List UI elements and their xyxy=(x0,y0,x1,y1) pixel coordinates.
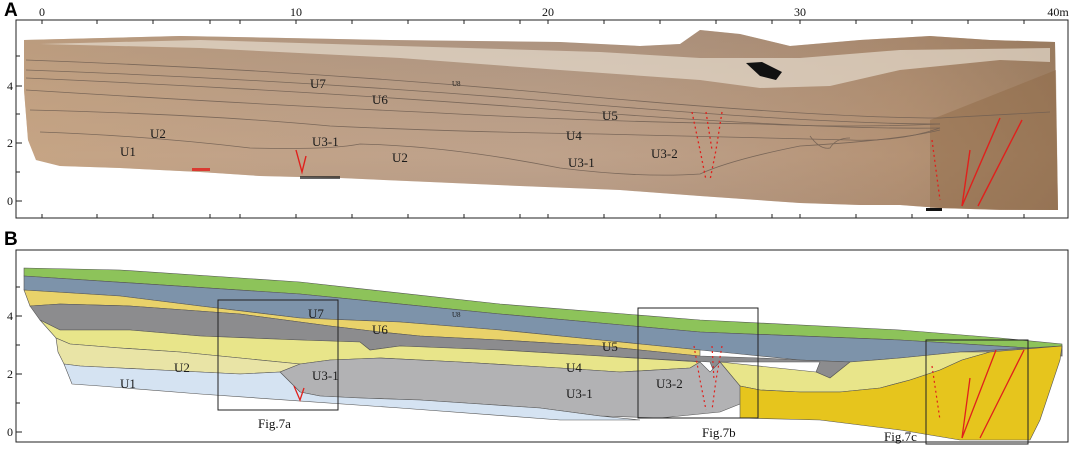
photo-label-u1: U1 xyxy=(120,144,136,159)
photo-label-u4: U4 xyxy=(566,128,582,143)
b-y-tick-2: 2 xyxy=(7,367,13,381)
panel-b-left-axis xyxy=(16,286,22,433)
photo-label-u3-1-left: U3-1 xyxy=(312,134,339,149)
x-tick-0: 0 xyxy=(39,5,45,19)
photo-label-u7: U7 xyxy=(310,76,326,91)
fig7c-label: Fig.7c xyxy=(884,429,917,444)
fig7b-box xyxy=(637,307,759,419)
fig7a-label: Fig.7a xyxy=(258,416,291,431)
x-tick-40m: 40m xyxy=(1047,5,1069,19)
photo-label-u5: U5 xyxy=(602,108,618,123)
section-label-u3-1-mid: U3-1 xyxy=(566,386,593,401)
a-y-tick-4: 4 xyxy=(7,79,13,93)
photo-label-u8: U8 xyxy=(452,80,461,88)
panel-a: 0 10 20 30 40m 4 2 0 xyxy=(7,5,1069,219)
fig7b-label: Fig.7b xyxy=(702,425,736,440)
fig7a-box xyxy=(217,299,339,411)
a-y-tick-2: 2 xyxy=(7,136,13,150)
photo-label-u2-left: U2 xyxy=(150,126,166,141)
section-label-u3-2: U3-2 xyxy=(656,376,683,391)
section-label-u2: U2 xyxy=(174,360,190,375)
x-tick-30: 30 xyxy=(794,5,806,19)
panel-a-top-axis xyxy=(41,20,1025,24)
photo-label-u3-1-mid: U3-1 xyxy=(568,155,595,170)
b-y-tick-0: 0 xyxy=(7,425,13,439)
x-tick-20: 20 xyxy=(542,5,554,19)
fig7c-box xyxy=(925,339,1029,445)
panel-b: 4 2 0 Fig.7a xyxy=(7,249,1069,445)
x-tick-10: 10 xyxy=(290,5,302,19)
section-label-u3-1-left: U3-1 xyxy=(312,368,339,383)
layer-bedrock xyxy=(739,345,1063,441)
faults-section-inferred xyxy=(693,345,941,421)
outcrop-photo xyxy=(24,30,1058,211)
section-layers xyxy=(23,267,1063,441)
panel-a-left-axis xyxy=(16,55,22,202)
panel-a-bottom-axis xyxy=(41,214,1025,218)
section-label-u8: U8 xyxy=(452,311,461,319)
section-label-u6: U6 xyxy=(372,322,388,337)
faults-section xyxy=(293,349,1025,439)
section-label-u7: U7 xyxy=(308,306,324,321)
b-y-tick-4: 4 xyxy=(7,309,13,323)
photo-label-u2-mid: U2 xyxy=(392,150,408,165)
section-label-u4: U4 xyxy=(566,360,582,375)
section-label-u1: U1 xyxy=(120,376,136,391)
photo-label-u6: U6 xyxy=(372,92,388,107)
panel-b-letter: B xyxy=(4,229,18,250)
panel-a-letter: A xyxy=(4,0,18,21)
photo-label-u3-2: U3-2 xyxy=(651,146,678,161)
section-label-u5: U5 xyxy=(602,339,618,354)
a-y-tick-0: 0 xyxy=(7,194,13,208)
